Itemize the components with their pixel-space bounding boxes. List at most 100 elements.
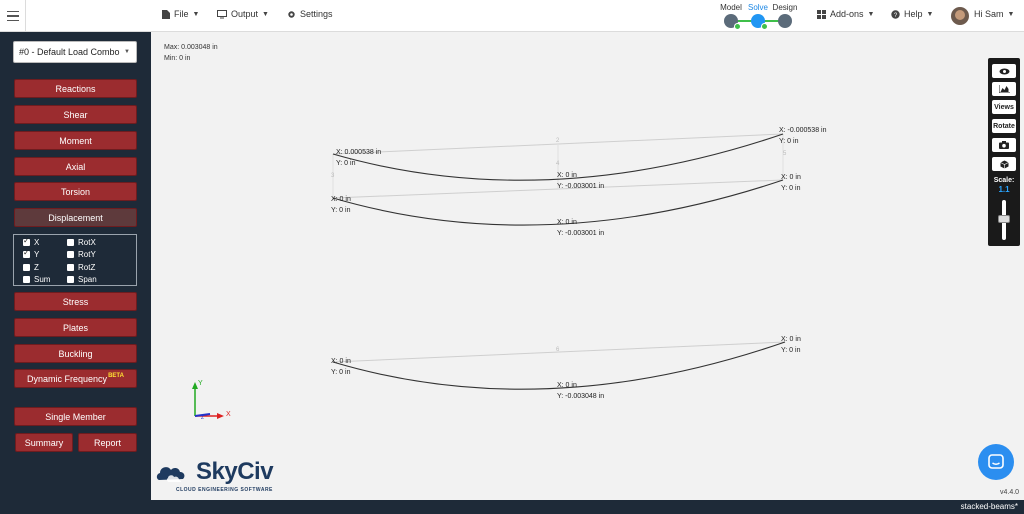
output-menu[interactable]: Output ▼ [217, 9, 269, 19]
rotate-button[interactable]: Rotate [992, 119, 1016, 133]
solve-stage-icon[interactable] [751, 14, 768, 30]
result-label: X: 0 in [331, 196, 351, 203]
checkbox-box [67, 251, 74, 258]
result-label: X: 0 in [781, 174, 801, 181]
model-canvas[interactable] [151, 32, 1024, 500]
checkbox-z[interactable]: Z [23, 263, 39, 272]
checkbox-label: Sum [34, 275, 51, 284]
single-member-button[interactable]: Single Member [14, 407, 137, 426]
chat-icon [988, 454, 1004, 469]
checkbox-roty[interactable]: RotY [67, 250, 96, 259]
3d-view-button[interactable] [992, 157, 1016, 171]
chevron-down-icon: ▼ [1007, 10, 1015, 18]
checkbox-box [67, 239, 74, 246]
chevron-down-icon: ▼ [926, 10, 934, 18]
plates-button[interactable]: Plates [14, 318, 137, 337]
stage-solve-label[interactable]: Solve [747, 3, 768, 12]
eye-icon [999, 68, 1009, 74]
reactions-button[interactable]: Reactions [14, 79, 137, 98]
checkbox-box [23, 276, 30, 283]
checkbox-rotz[interactable]: RotZ [67, 263, 95, 272]
checkbox-span[interactable]: Span [67, 275, 97, 284]
displacement-options: X Y Z Sum RotX RotY RotZ Span [13, 234, 137, 286]
undeformed-member [332, 133, 784, 155]
report-button[interactable]: Report [78, 433, 137, 452]
avatar[interactable] [951, 7, 969, 25]
result-label: X: 0 in [557, 382, 577, 389]
status-bar: stacked-beams* [0, 500, 1024, 514]
shear-button[interactable]: Shear [14, 105, 137, 124]
top-bar: File ▼ Output ▼ Settings Model Solve Des… [0, 0, 1024, 32]
summary-button[interactable]: Summary [15, 433, 73, 452]
load-combo-select[interactable]: #0 - Default Load Combo ▼ [13, 41, 137, 63]
caret-down-icon: ▼ [124, 49, 130, 55]
min-displacement-text: Min: 0 in [164, 55, 191, 62]
checkbox-sum[interactable]: Sum [23, 275, 50, 284]
result-label: X: 0 in [331, 358, 351, 365]
deformed-shape [332, 341, 786, 390]
buckling-button[interactable]: Buckling [14, 344, 137, 363]
model-stage-icon[interactable] [724, 14, 741, 30]
node-number: 5 [783, 151, 787, 157]
dynamic-frequency-label: Dynamic Frequency [27, 373, 108, 384]
result-label: X: 0.000538 in [336, 149, 382, 156]
camera-icon [999, 141, 1009, 149]
cube-icon [999, 160, 1009, 168]
deformed-shape [332, 133, 784, 181]
result-label: X: 0 in [557, 172, 577, 179]
beta-badge: BETA [108, 372, 124, 379]
checkbox-label: RotY [78, 250, 96, 259]
stage-model-label[interactable]: Model [720, 3, 742, 12]
deformed-shape [332, 179, 784, 226]
result-label: Y: -0.003001 in [557, 183, 605, 190]
result-label: Y: 0 in [331, 207, 351, 214]
gear-icon [288, 10, 295, 18]
output-menu-label: Output [231, 9, 259, 19]
checkbox-y[interactable]: Y [23, 248, 40, 259]
visibility-button[interactable] [992, 64, 1016, 78]
addons-menu[interactable]: Add-ons ▼ [817, 9, 874, 19]
help-menu[interactable]: ? Help ▼ [891, 9, 933, 19]
axial-button[interactable]: Axial [14, 157, 137, 176]
chevron-down-icon: ▼ [192, 10, 200, 18]
design-stage-icon[interactable] [778, 14, 792, 28]
settings-menu-label: Settings [300, 9, 333, 19]
settings-menu[interactable]: Settings [287, 9, 333, 19]
y-axis-arrow-icon [192, 382, 198, 389]
chart-toggle-button[interactable] [992, 82, 1016, 96]
file-menu[interactable]: File ▼ [162, 9, 199, 19]
node-number: 3 [331, 173, 335, 179]
file-menu-label: File [174, 9, 189, 19]
logo-name: SkyCiv [196, 458, 274, 485]
scale-slider-handle[interactable] [998, 215, 1010, 223]
check-icon [761, 23, 768, 30]
torsion-button[interactable]: Torsion [14, 182, 137, 201]
help-label: Help [904, 9, 923, 19]
views-button[interactable]: Views [992, 100, 1016, 114]
checkbox-box [23, 248, 30, 258]
checkbox-x[interactable]: X [23, 236, 39, 247]
addons-label: Add-ons [830, 9, 864, 19]
stress-button[interactable]: Stress [14, 292, 137, 311]
node-number: 6 [556, 347, 560, 353]
checkbox-box [23, 236, 30, 246]
x-axis-label: X [226, 411, 231, 418]
checkbox-box [67, 276, 74, 283]
chat-button[interactable] [978, 444, 1014, 480]
area-chart-icon [998, 85, 1010, 93]
scale-value: 1.1 [998, 185, 1010, 194]
displacement-button[interactable]: Displacement [14, 208, 137, 227]
stage-design-label[interactable]: Design [772, 3, 798, 12]
checkbox-rotx[interactable]: RotX [67, 238, 96, 247]
result-label: Y: 0 in [781, 185, 801, 192]
sidebar: #0 - Default Load Combo ▼ Reactions Shea… [0, 32, 151, 514]
checkbox-label: RotX [78, 238, 96, 247]
logo-tagline: CLOUD ENGINEERING SOFTWARE [176, 487, 273, 493]
checkbox-label: Y [34, 250, 40, 259]
screenshot-button[interactable] [992, 138, 1016, 152]
user-menu[interactable]: Hi Sam ▼ [974, 9, 1014, 19]
hamburger-menu-icon[interactable] [0, 0, 26, 32]
moment-button[interactable]: Moment [14, 131, 137, 150]
